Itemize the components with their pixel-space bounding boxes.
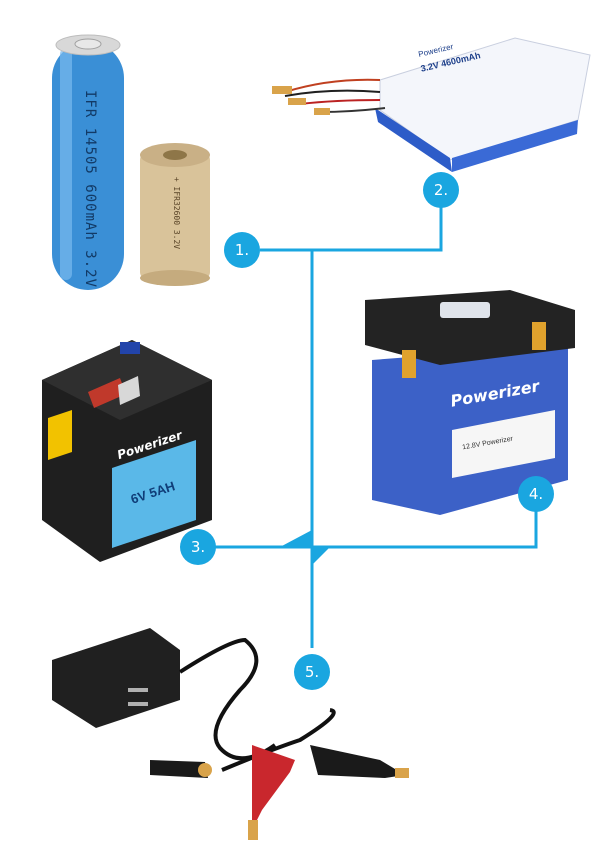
- charger-image: [52, 628, 409, 840]
- alligator-clip-icon: [252, 745, 295, 830]
- connector-lines: [215, 207, 538, 648]
- joint-lower: [312, 547, 330, 565]
- lead-acid-battery-image: [42, 340, 212, 562]
- connector-line-4: [312, 510, 538, 549]
- connector-joints: [280, 530, 330, 565]
- connector-line-2: [312, 207, 443, 252]
- marker-5-label: 5.: [304, 663, 320, 681]
- marker-2-label: 2.: [433, 181, 449, 199]
- marker-3: 3.: [180, 529, 216, 565]
- marker-2: 2.: [423, 172, 459, 208]
- cylindrical-cell-print: IFR 14505 600mAh 3.2V: [82, 90, 98, 289]
- joint-upper: [280, 530, 312, 547]
- charger-icon: [52, 628, 180, 728]
- marker-4-label: 4.: [528, 485, 544, 503]
- marker-1-label: 1.: [234, 241, 250, 259]
- marker-3-label: 3.: [190, 538, 206, 556]
- marker-5: 5.: [294, 654, 330, 690]
- small-cell-body: [140, 152, 210, 280]
- lithium-battery-image: [365, 290, 575, 515]
- marker-4: 4.: [518, 476, 554, 512]
- small-cell-print: + IFR32600 3.2V: [172, 176, 181, 250]
- battery-pack-image: [272, 37, 591, 172]
- cylindrical-cells-image: [52, 34, 210, 290]
- marker-1: 1.: [224, 232, 260, 268]
